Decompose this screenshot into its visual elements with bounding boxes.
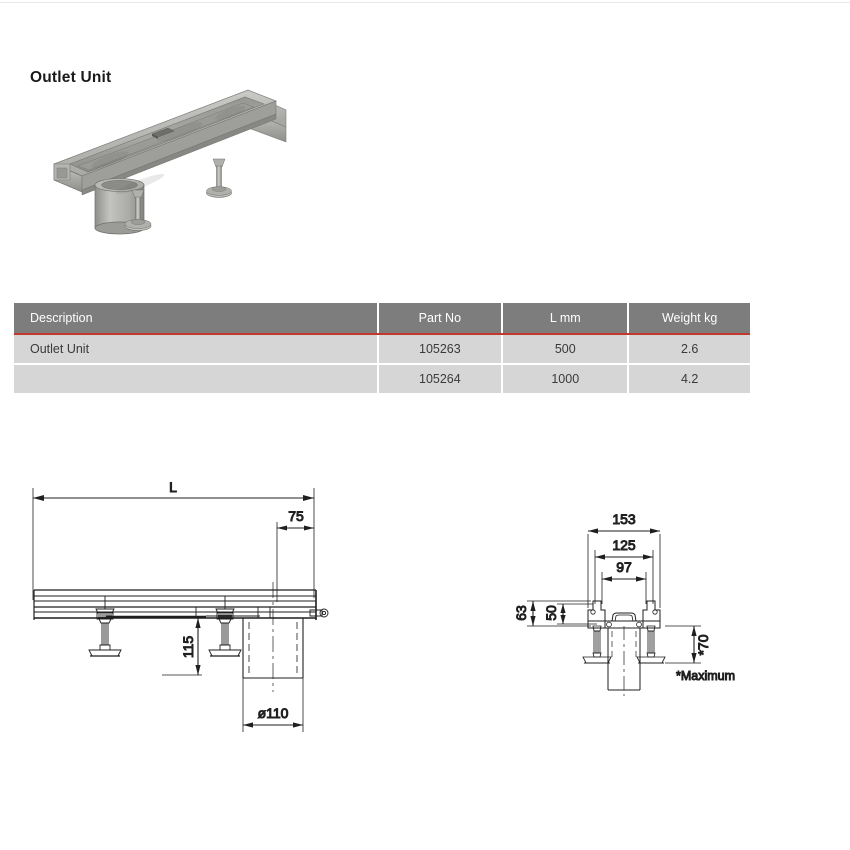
svg-text:50: 50 [543,605,559,621]
svg-text:*70: *70 [695,634,711,655]
cell-description [14,364,379,393]
svg-text:115: 115 [180,636,196,659]
svg-text:153: 153 [612,511,636,527]
cell-weight: 4.2 [628,364,750,393]
column-header-description: Description [14,303,379,335]
column-header-weight: Weight kg [628,303,750,335]
table-row: 105264 1000 4.2 [14,364,750,393]
svg-text:125: 125 [612,537,636,553]
cross-section-view: 153 125 97 [505,500,805,700]
svg-text:L: L [169,479,177,495]
cell-length: 1000 [502,364,630,393]
table-header-row: Description Part No L mm Weight kg [14,303,750,335]
svg-text:63: 63 [513,605,529,621]
cell-weight: 2.6 [628,334,750,365]
cell-length: 500 [502,334,630,365]
column-header-part-no: Part No [377,303,504,335]
side-elevation-view: L 75 [10,470,370,760]
svg-text:*Maximum: *Maximum [676,669,735,683]
cell-part-no: 105263 [377,334,504,365]
cell-description: Outlet Unit [14,334,379,365]
product-photo [40,80,290,235]
cell-part-no: 105264 [377,364,504,393]
table-row: Outlet Unit 105263 500 2.6 [14,334,750,365]
column-header-length: L mm [502,303,630,335]
page-top-rule [0,2,850,3]
svg-text:ø110: ø110 [258,705,289,721]
page-title: Outlet Unit [30,69,112,86]
specification-table: Description Part No L mm Weight kg Outle… [14,303,750,393]
svg-text:97: 97 [616,559,632,575]
svg-text:75: 75 [288,508,304,524]
